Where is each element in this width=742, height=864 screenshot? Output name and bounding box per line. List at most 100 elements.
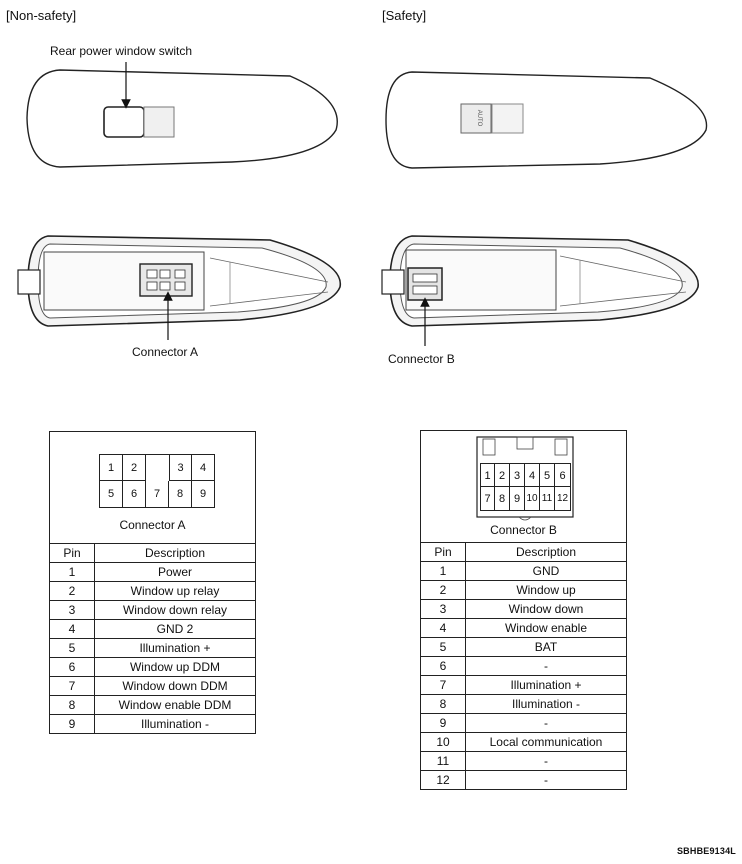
pin-description: GND 2 [94,619,255,639]
connector-b-caption: Connector B [490,523,557,537]
connector-a-pin: 5 [100,481,123,507]
connector-b-pin-table: 1 2 3 4 5 6 7 8 9 10 11 12 Connector B P… [420,430,627,790]
pin-description: Window up [465,580,626,600]
pin-number: 4 [50,619,95,639]
pin-description: Window enable DDM [94,695,255,715]
pin-description: Window down [465,599,626,619]
pin-number: 11 [421,751,466,771]
pin-description: Illumination + [94,638,255,658]
connector-b-pin-grid: 1 2 3 4 5 6 7 8 9 10 11 12 [480,463,571,511]
pin-number: 3 [421,599,466,619]
pin-number: 4 [421,618,466,638]
connector-a-pin: 8 [169,481,192,507]
pin-description: Illumination - [465,694,626,714]
safety-switch-bottom-view [381,235,699,346]
connector-a-caption: Connector A [119,518,186,532]
pin-description: - [465,713,626,733]
table-row: 11- [421,751,626,771]
connector-b-label: Connector B [388,352,455,366]
connector-b-pin: 5 [540,463,555,487]
connector-b-pin: 1 [480,463,495,487]
pin-description: - [465,751,626,771]
pin-description: GND [465,561,626,581]
description-column-header: Description [94,544,255,563]
pin-number: 9 [50,714,95,733]
pin-description: Window down DDM [94,676,255,696]
pin-number: 7 [421,675,466,695]
connector-a-pin-gap [146,455,169,481]
pin-description: Window up DDM [94,657,255,677]
pin-number: 5 [421,637,466,657]
pin-description: Window up relay [94,581,255,601]
pin-number: 8 [421,694,466,714]
pin-description: - [465,770,626,789]
safety-switch-top-view: AUTO [385,71,708,169]
table-row: 9- [421,713,626,733]
pin-number: 1 [50,562,95,582]
connector-a-pin: 6 [123,481,146,507]
pin-description: Power [94,562,255,582]
pin-column-header: Pin [50,544,95,563]
connector-b-diagram: 1 2 3 4 5 6 7 8 9 10 11 12 Connector B [421,431,626,543]
connector-a-pin: 9 [199,488,207,500]
connector-a-pin: 4 [192,455,214,481]
pin-number: 10 [421,732,466,752]
pin-description: Window enable [465,618,626,638]
connector-a-pin: 7 [146,481,169,507]
pin-description: Illumination - [94,714,255,733]
pin-number: 9 [421,713,466,733]
connector-b-pin: 2 [495,463,510,487]
connector-b-housing [407,267,443,301]
figure-code: SBHBE9134L [676,846,736,856]
connector-b-pin: 4 [525,463,540,487]
pin-number: 6 [421,656,466,676]
pin-description: Local communication [465,732,626,752]
pin-number: 3 [50,600,95,620]
connector-a-pin: 3 [169,455,192,481]
connector-b-pin: 11 [540,487,555,511]
connector-b-pin: 6 [555,463,571,487]
pin-description: Window down relay [94,600,255,620]
non-safety-switch-top-view [26,62,338,168]
non-safety-switch-button [103,106,145,138]
pin-number: 5 [50,638,95,658]
table-row: 12- [421,770,626,789]
non-safety-header: [Non-safety] [6,8,77,23]
safety-header: [Safety] [382,8,427,23]
switch-illustrations: AUTO [17,62,708,346]
pin-description: BAT [465,637,626,657]
pin-number: 1 [421,561,466,581]
pin-number: 2 [50,581,95,601]
connector-b-housing-outline [476,436,574,521]
description-column-header: Description [465,543,626,562]
pin-number: 8 [50,695,95,715]
connector-b-pin: 8 [495,487,510,511]
connector-a-pin: 2 [123,455,146,481]
connector-b-pin: 9 [510,487,525,511]
safety-switch-button [460,103,492,134]
auto-label: AUTO [476,110,482,127]
non-safety-switch-bottom-view [17,235,341,340]
pin-column-header: Pin [421,543,466,562]
connector-a-pin: 1 [100,455,123,481]
table-row: 6- [421,656,626,676]
